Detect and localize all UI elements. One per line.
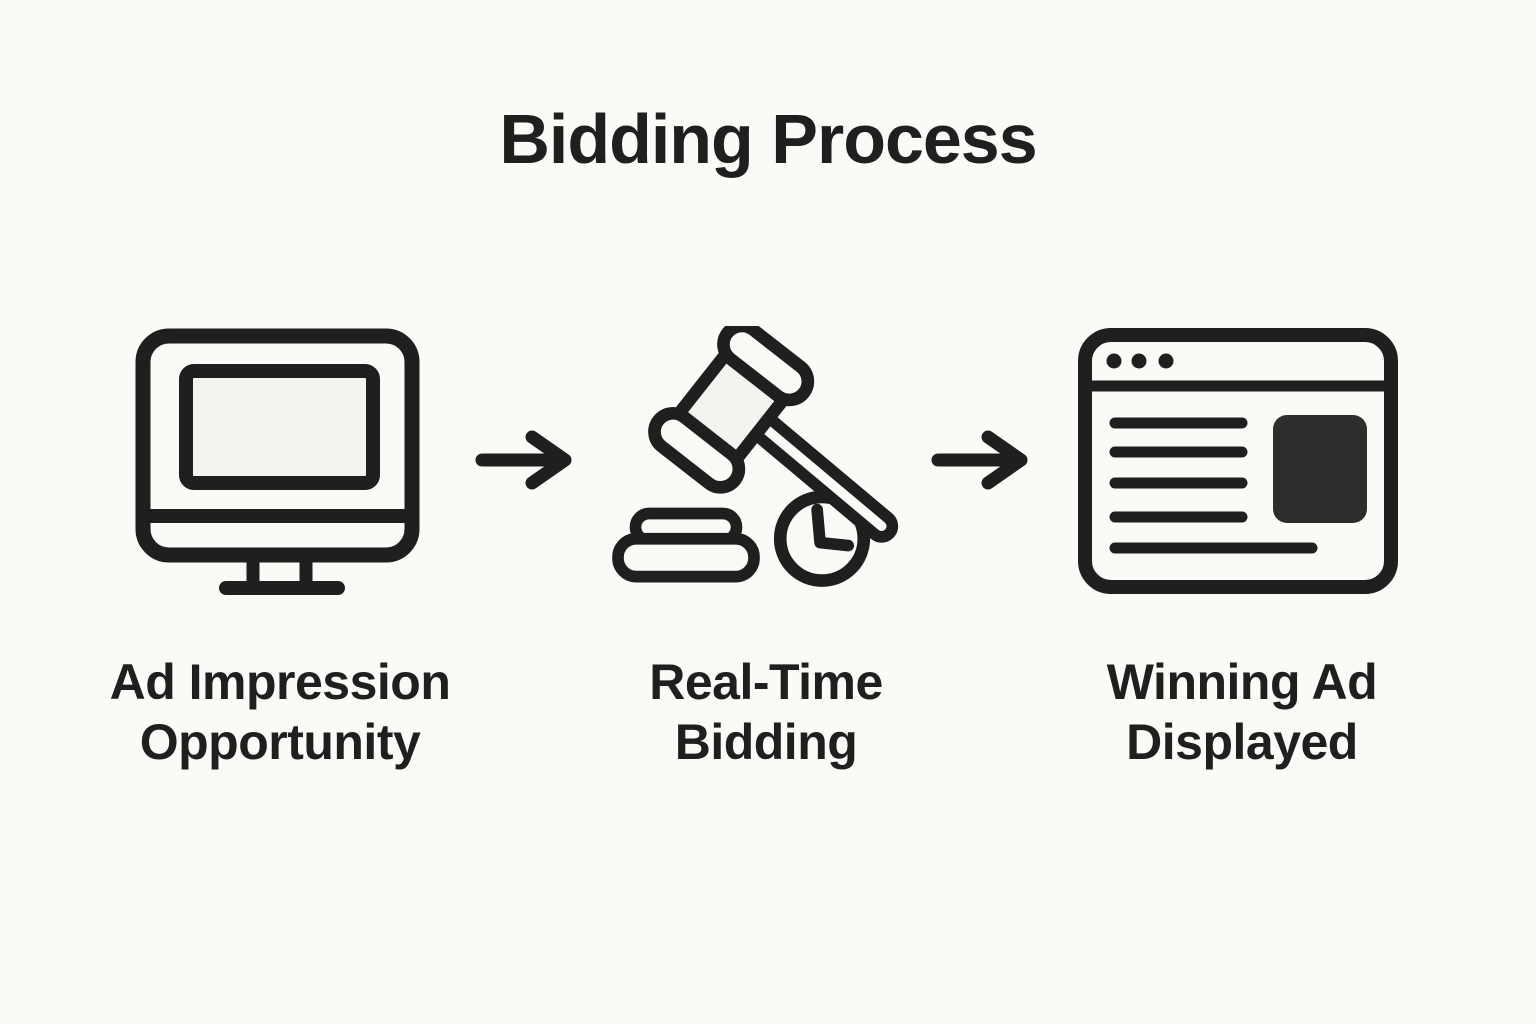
arrow-right-icon — [931, 430, 1028, 490]
label-line-2: Displayed — [1126, 714, 1358, 770]
step-label-real-time-bidding: Real-Time Bidding — [536, 652, 996, 772]
step-label-winning-ad: Winning Ad Displayed — [1012, 652, 1472, 772]
step-label-ad-impression: Ad Impression Opportunity — [50, 652, 510, 772]
label-line-1: Ad Impression — [109, 654, 451, 710]
browser-ad-icon — [1078, 328, 1398, 594]
arrow-right-icon — [475, 430, 572, 490]
label-line-1: Winning Ad — [1106, 654, 1378, 710]
label-line-1: Real-Time — [649, 654, 883, 710]
page-title: Bidding Process — [499, 100, 1037, 178]
step-real-time-bidding-icon-box — [608, 326, 900, 598]
gavel-clock-icon — [612, 326, 899, 587]
label-line-2: Opportunity — [139, 714, 421, 770]
monitor-icon — [135, 328, 420, 595]
step-ad-impression-icon-box — [135, 328, 420, 598]
connector-arrow-1 — [474, 428, 578, 492]
step-winning-ad-icon-box — [1078, 328, 1398, 594]
connector-arrow-2 — [930, 428, 1034, 492]
label-line-2: Bidding — [674, 714, 858, 770]
